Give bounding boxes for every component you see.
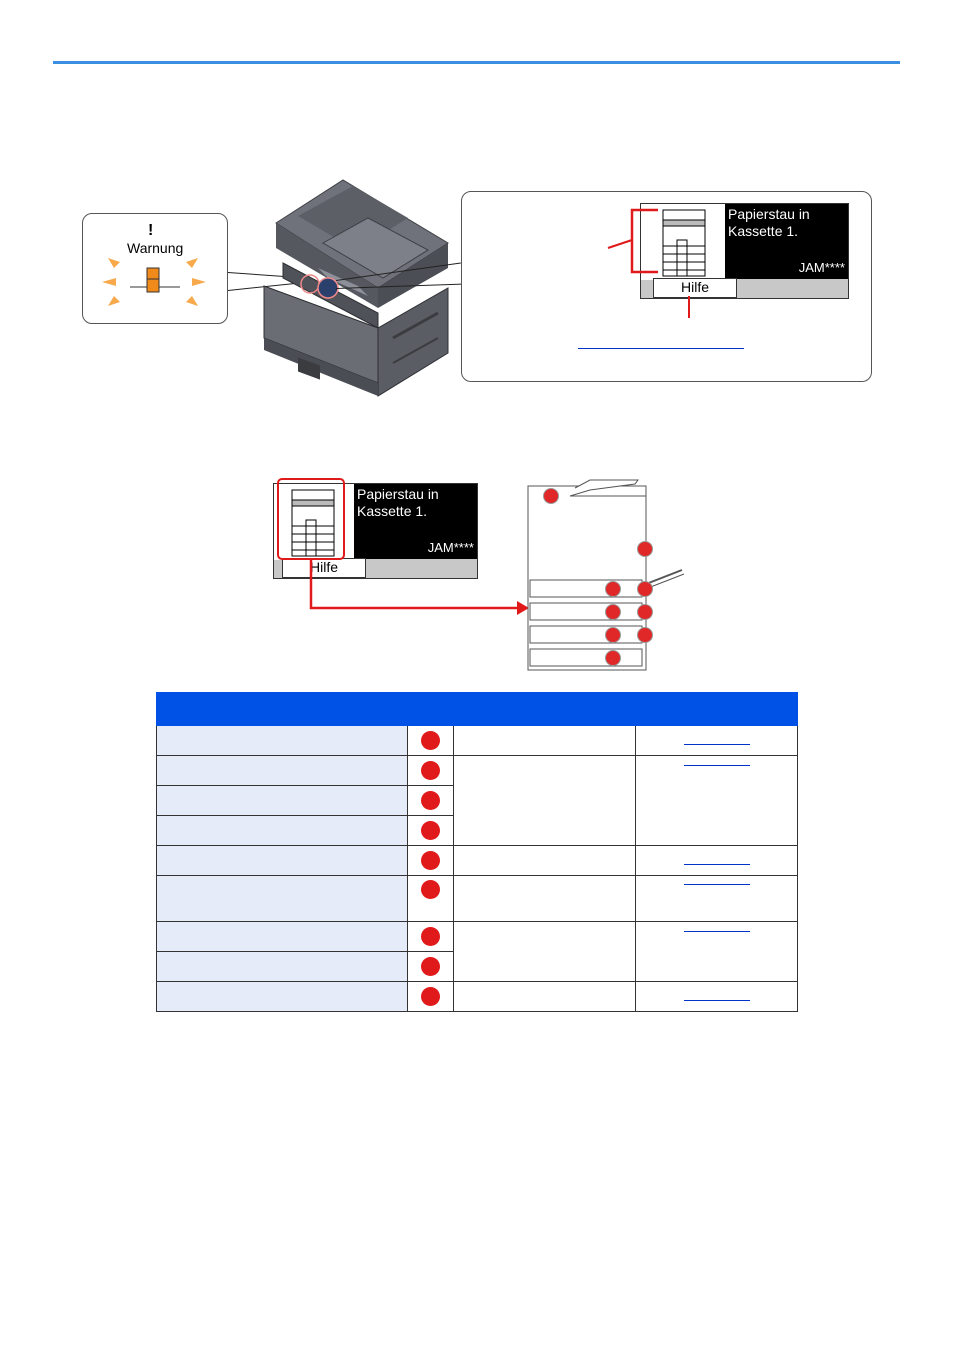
- marker-2: [637, 541, 653, 557]
- marker-cell: [407, 951, 454, 982]
- marker-cell: [407, 981, 454, 1012]
- description-cell: [453, 755, 636, 846]
- marker-cell: [407, 921, 454, 952]
- jam-location-table: [156, 692, 798, 1012]
- page-link[interactable]: [683, 744, 750, 745]
- location-cell: [156, 785, 408, 816]
- reference-cell[interactable]: [635, 845, 798, 876]
- table-row: [156, 725, 798, 756]
- table-row: [156, 815, 798, 846]
- marker-7: [605, 627, 621, 643]
- reference-cell[interactable]: [635, 725, 798, 756]
- location-cell: [156, 815, 408, 846]
- page-link[interactable]: [683, 864, 750, 865]
- bracket-annotations: [607, 208, 658, 274]
- reference-cell[interactable]: [635, 921, 798, 982]
- table-row: [156, 981, 798, 1012]
- operation-panel-display: Papierstau in Kassette 1. JAM**** Hilfe: [640, 203, 849, 299]
- marker-dot: [421, 880, 440, 899]
- description-cell: [453, 981, 636, 1012]
- arrow-icon: [309, 558, 529, 615]
- marker-5: [605, 604, 621, 620]
- blinking-indicator-icon: [102, 258, 206, 306]
- jam-message-panel: Papierstau in Kassette 1. JAM****: [725, 204, 848, 279]
- location-cell: [156, 725, 408, 756]
- marker-cell: [407, 875, 454, 922]
- marker-cell: [407, 815, 454, 846]
- marker-9: [605, 650, 621, 666]
- description-cell: [453, 725, 636, 756]
- table-header-row: [156, 692, 798, 726]
- table-row: [156, 921, 798, 982]
- marker-dot: [421, 791, 440, 810]
- marker-cell: [407, 785, 454, 816]
- jam-message-line2: Kassette 1.: [728, 223, 799, 239]
- page-link[interactable]: [683, 1000, 750, 1001]
- marker-1: [543, 488, 559, 504]
- location-cell: [156, 755, 408, 786]
- table-row: [156, 755, 798, 846]
- jam-message-line2: Kassette 1.: [357, 503, 428, 519]
- page-link[interactable]: [683, 765, 750, 766]
- table-row: [156, 951, 798, 982]
- reference-cell[interactable]: [635, 755, 798, 846]
- jam-message-line1: Papierstau in: [357, 486, 439, 502]
- marker-cell: [407, 845, 454, 876]
- header-rule: [53, 61, 900, 64]
- jam-message-line1: Papierstau in: [728, 206, 810, 222]
- marker-cell: [407, 725, 454, 756]
- help-pointer: [688, 296, 690, 318]
- reference-cell[interactable]: [635, 981, 798, 1012]
- warning-label: Warnung: [127, 240, 184, 256]
- marker-3: [605, 581, 621, 597]
- jam-code: JAM****: [798, 260, 845, 275]
- jam-message-panel: Papierstau in Kassette 1. JAM****: [354, 484, 477, 559]
- warning-exclamation: !: [148, 222, 154, 239]
- marker-dot: [421, 761, 440, 780]
- marker-dot: [421, 731, 440, 750]
- marker-dot: [421, 957, 440, 976]
- header-marker: [407, 692, 636, 726]
- jam-location-highlight: [277, 478, 345, 560]
- description-cell: [453, 845, 636, 876]
- marker-dot: [421, 821, 440, 840]
- header-reference: [635, 692, 798, 726]
- help-button[interactable]: Hilfe: [653, 278, 737, 298]
- marker-dot: [421, 851, 440, 870]
- printer-illustration: [263, 179, 449, 397]
- marker-8: [637, 627, 653, 643]
- table-row: [156, 875, 798, 922]
- location-cell: [156, 951, 408, 982]
- marker-6: [637, 604, 653, 620]
- header-location: [156, 692, 408, 726]
- marker-4: [637, 581, 653, 597]
- reference-cell[interactable]: [635, 875, 798, 922]
- jam-code: JAM****: [427, 540, 474, 555]
- page-link[interactable]: [683, 884, 750, 885]
- location-cell: [156, 921, 408, 952]
- location-cell: [156, 875, 408, 922]
- location-cell: [156, 845, 408, 876]
- description-cell: [453, 921, 636, 982]
- marker-dot: [421, 987, 440, 1006]
- marker-cell: [407, 755, 454, 786]
- table-row: [156, 845, 798, 876]
- location-cell: [156, 981, 408, 1012]
- jam-display: Papierstau in Kassette 1. JAM**** Hilfe: [273, 483, 478, 579]
- marker-dot: [421, 927, 440, 946]
- machine-jam-icon: [291, 489, 335, 557]
- reference-link-underline[interactable]: [578, 348, 744, 349]
- page-link[interactable]: [683, 931, 750, 932]
- description-cell: [453, 875, 636, 922]
- jam-location-diagram: [527, 479, 685, 671]
- machine-jam-icon: [662, 209, 706, 277]
